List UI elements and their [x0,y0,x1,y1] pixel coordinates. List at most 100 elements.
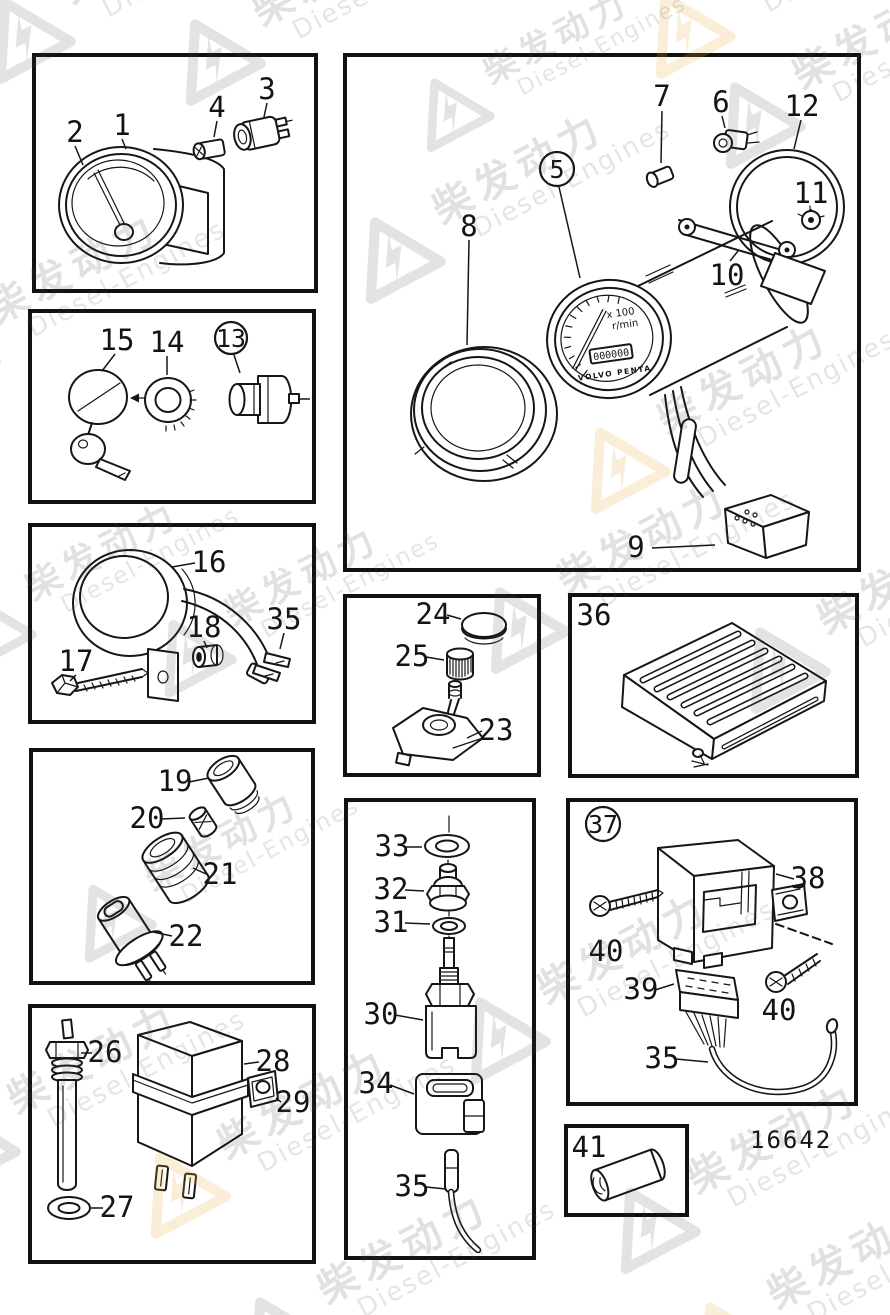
lamp-cap [206,754,260,815]
hour-counter: 000000 [593,347,630,363]
bulb [645,165,675,188]
lock-cylinder [228,375,310,424]
callout-22: 22 [169,919,204,953]
callout-41: 41 [572,1130,607,1164]
callout-38: 38 [791,861,826,895]
lamp-holder [96,895,167,981]
temperature-sender [45,1018,89,1191]
callout-12: 12 [785,89,820,123]
callout-15: 15 [100,323,135,357]
callout-40b: 40 [762,993,797,1027]
mounting-lug [771,883,808,922]
sealing-washer [47,1196,91,1220]
key-switch-drawing: 33 32 31 30 34 35 [359,815,485,1254]
callout-19: 19 [158,764,193,798]
callout-5: 5 [549,155,564,184]
switch-shaft [446,680,462,718]
bulb [192,138,226,161]
lamp-sleeve [141,831,210,905]
panel-gauge-assembly: 2 1 4 3 [32,53,318,293]
watermark-logo-icon [0,1107,21,1194]
callout-20: 20 [130,801,165,835]
horn-sender-drawing: 16 18 35 17 [51,545,302,702]
callout-circle-13 [213,320,249,356]
panel-bulb-sleeve: 41 [564,1124,689,1217]
washer-large [424,834,470,858]
panel-horn-sender: 16 18 35 17 [28,523,316,724]
watermark-logo-icon [0,317,1,404]
callout-8: 8 [460,209,477,243]
warning-lamp-drawing: 19 20 21 22 [96,754,260,981]
spacer [192,644,224,668]
callout-17: 17 [59,644,94,678]
callout-34: 34 [359,1066,394,1100]
knurled-nut [446,647,474,681]
relay-box [132,1021,279,1200]
callout-9: 9 [627,530,644,564]
watermark-cn-text: 柴发动力 [245,0,483,36]
sender-body [72,549,196,702]
callout-11: 11 [794,176,829,210]
panel-sender-relay: 26 28 29 27 [28,1004,316,1264]
callout-circle-37 [584,805,622,843]
watermark-logo-icon [250,1297,331,1315]
gauge-assembly-drawing: 2 1 4 3 [58,72,293,266]
callout-30: 30 [364,997,399,1031]
ignition-lock-drawing: 15 14 13 [68,320,310,481]
watermark-cn-text: 柴发动力 [55,0,293,14]
watermark-en-text: Diesel-Engines [802,1199,890,1315]
dial-multiplier: x 100 [606,306,635,321]
toggle-switch-drawing: 24 25 23 [392,598,514,767]
callout-27: 27 [100,1190,135,1224]
switch-body [392,707,484,767]
bracket-plate [724,252,826,305]
watermark-cn-text: 柴发动力 [715,0,890,9]
mounting-bolt [51,668,149,696]
panel-tachometer-kit: 000000 x 100 r/min VOLVO PENTA [343,53,861,572]
lamp-bulb [188,806,218,838]
callout-39: 39 [624,972,659,1006]
sender-relay-drawing: 26 28 29 27 [45,1018,310,1224]
switch-body [425,937,477,1059]
panel-control-unit: 36 [568,593,859,778]
drawing-number: 16642 [750,1126,833,1154]
callout-37: 37 [588,810,618,839]
callout-33: 33 [375,829,410,863]
callout-18: 18 [187,610,222,644]
watermark-en-text: Diesel-Engines [288,0,496,46]
callout-7: 7 [653,79,670,113]
wiring-harness [664,386,810,559]
bulb-socket [233,115,293,151]
callout-2: 2 [66,115,83,149]
switch-knob [461,612,507,645]
callout-35: 35 [267,602,302,636]
lock-housing-and-key [68,369,131,481]
watermark-en-text: Diesel-Engines [758,0,890,19]
panel-toggle-switch: 24 25 23 [343,594,541,777]
mounting-bracket [678,218,797,268]
connector-block [675,969,739,1048]
callout-28: 28 [256,1044,291,1078]
watermark-cn-text: 柴发动力 [760,1189,890,1315]
callout-1: 1 [113,108,130,142]
relay-module-drawing: 37 38 40 39 40 35 [584,805,839,1096]
callout-16: 16 [192,545,227,579]
screw-upper [589,889,664,917]
callout-23: 23 [479,713,514,747]
rubber-boot [415,1073,485,1135]
callout-14: 14 [150,325,185,359]
bulb-holder [713,129,760,153]
callout-40a: 40 [589,934,624,968]
screw-lower [765,953,821,993]
control-unit-box [621,622,827,768]
watermark-logo-icon [700,1302,781,1315]
callout-6: 6 [712,85,729,119]
front-ring [410,346,558,482]
callout-31: 31 [374,905,409,939]
panel-relay-module: 37 38 40 39 40 35 [566,798,858,1106]
callout-10: 10 [710,258,745,292]
callout-21: 21 [203,857,238,891]
cable [708,1018,839,1096]
gauge-body [58,146,225,266]
